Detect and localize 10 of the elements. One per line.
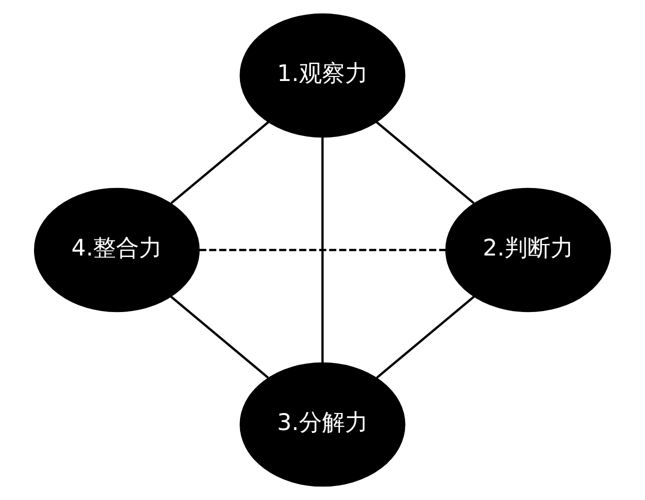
node-ellipse: 2.判断力 [445,188,611,312]
node-ellipse: 1.观察力 [240,13,406,138]
connector [170,296,269,379]
connector [170,121,270,204]
connector [376,296,475,379]
connector [376,121,474,204]
node-ellipse: 4.整合力 [34,188,200,312]
connector [199,248,446,252]
node-ellipse: 3.分解力 [240,362,406,487]
connector [321,137,324,363]
